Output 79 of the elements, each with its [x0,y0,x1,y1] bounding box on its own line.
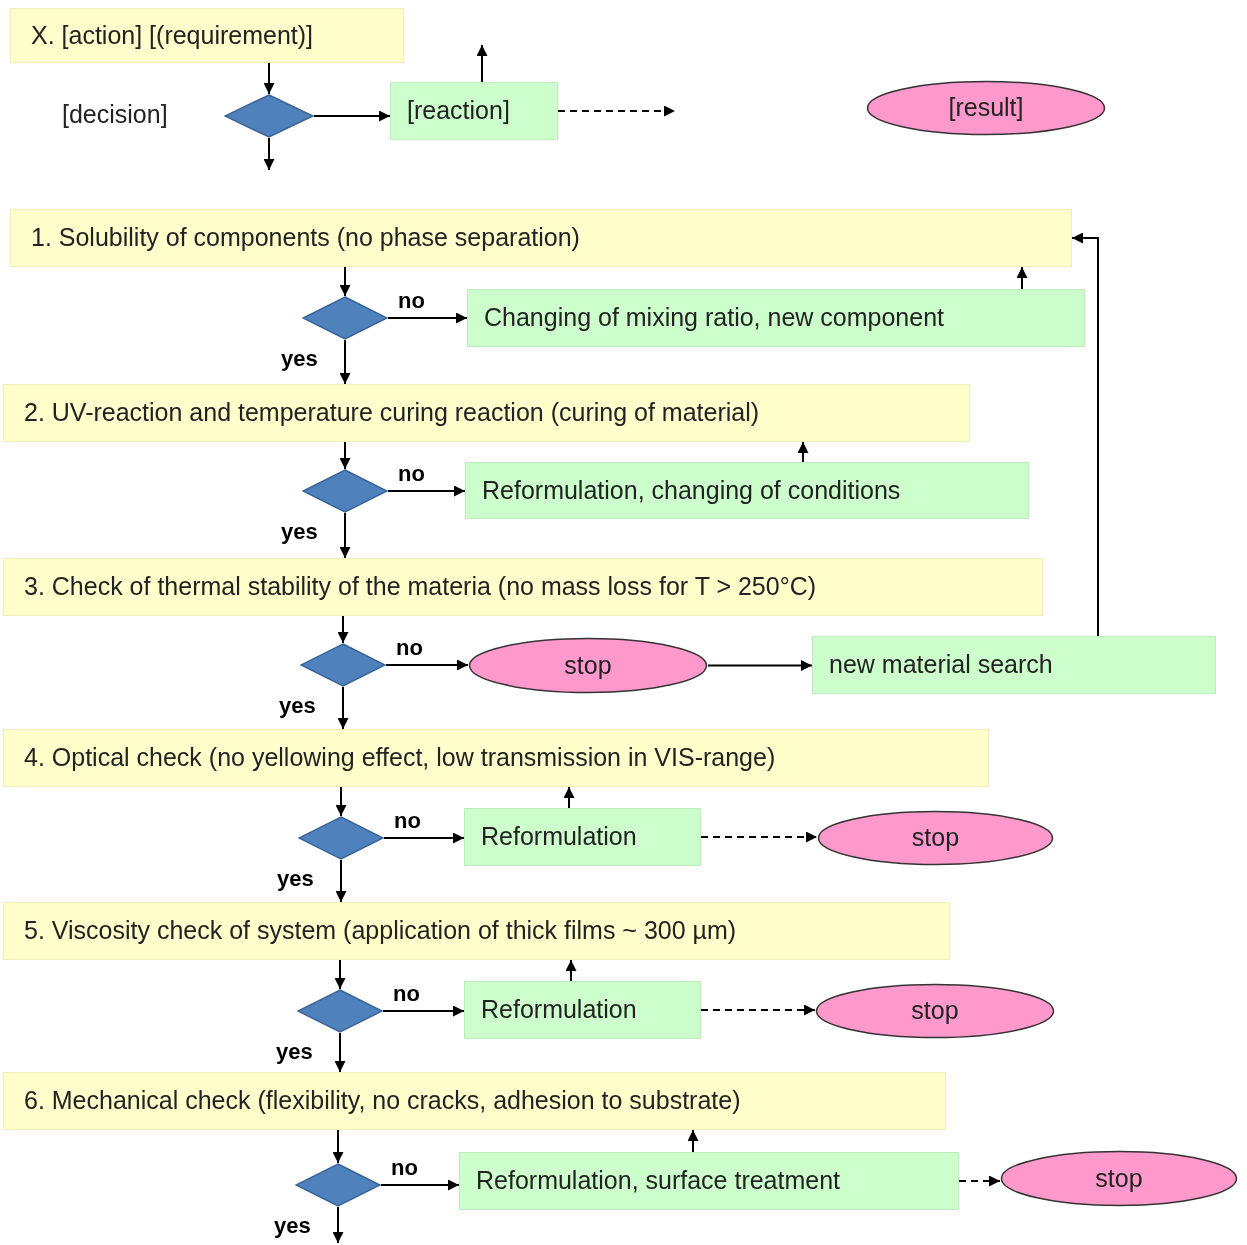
result-text: stop [564,649,612,681]
step-text: 6. Mechanical check (flexibility, no cracks, adhesion to substrate) [24,1085,741,1117]
arrow [383,832,465,844]
arrow [337,686,349,730]
action-box [10,209,1072,267]
reaction-box [459,1152,959,1210]
result-ellipse [1000,1150,1238,1207]
reaction-box [465,462,1029,519]
arrow [476,44,488,83]
reaction-box [467,289,1085,347]
reaction-box [464,981,701,1039]
arrow [339,512,351,559]
action-box [3,1072,946,1130]
arrow [335,859,347,903]
step-text: 4. Optical check (no yellowing effect, low transmission in VIS-range) [24,742,776,774]
decision-diamond [300,643,386,687]
result-text: stop [1095,1162,1143,1194]
decision-diamond [295,1163,381,1207]
arrow [1071,232,1099,637]
arrow [707,660,813,671]
step-text: 1. Solubility of components (no phase separation) [31,222,580,254]
action-box [3,558,1043,616]
arrow [339,266,351,297]
arrow [687,1129,699,1153]
action-text: new material search [829,649,1053,681]
action-text: Changing of mixing ratio, new component [484,302,944,334]
action-text: Reformulation, surface treatment [476,1165,841,1197]
arrow [339,339,351,385]
dashed-arrow [958,1175,1001,1187]
arrow [335,786,347,817]
arrow [565,959,577,982]
result-ellipse [866,80,1106,136]
arrow [385,659,469,671]
action-box [3,729,989,787]
result-ellipse [815,983,1055,1039]
arrow [337,615,349,644]
reaction-box [390,82,558,140]
result-text: [result] [948,92,1024,124]
action-box [3,902,950,960]
result-ellipse [468,637,708,694]
node-caption: [decision] [62,99,168,130]
arrow [263,137,275,171]
reaction-box [812,636,1216,694]
dashed-arrow [557,105,676,117]
action-text: [reaction] [407,95,510,127]
decision-diamond [297,989,383,1033]
arrow [387,312,468,324]
arrow [339,441,351,470]
action-text: Reformulation, changing of conditions [482,474,901,506]
arrow [332,1206,344,1244]
arrow [563,786,575,809]
arrow [263,62,275,95]
action-box [3,384,970,442]
action-text: Reformulation [481,994,637,1026]
step-text: 5. Viscosity check of system (application of thick films ~ 300 µm) [24,915,737,947]
arrow [334,959,346,990]
decision-diamond [302,469,388,513]
arrow [332,1129,344,1164]
reaction-box [464,808,701,866]
arrow [380,1179,460,1191]
arrow [382,1005,465,1017]
arrow [334,1032,346,1073]
arrow [313,110,391,122]
arrow [387,485,466,497]
result-text: stop [911,995,959,1027]
decision-diamond [298,816,384,860]
arrow [797,441,809,463]
dashed-arrow [700,831,818,843]
action-text: Reformulation [481,821,637,853]
arrow [1016,266,1028,290]
result-text: stop [911,822,960,854]
result-ellipse [817,810,1054,866]
decision-diamond [224,94,314,138]
step-text: X. [action] [(requirement)] [31,19,314,51]
decision-diamond [302,296,388,340]
dashed-arrow [700,1004,816,1016]
step-text: 3. Check of thermal stability of the materia (no mass loss for T > 250°C) [24,571,817,603]
action-box [10,8,404,63]
step-text: 2. UV-reaction and temperature curing reaction (curing of material) [24,397,760,429]
